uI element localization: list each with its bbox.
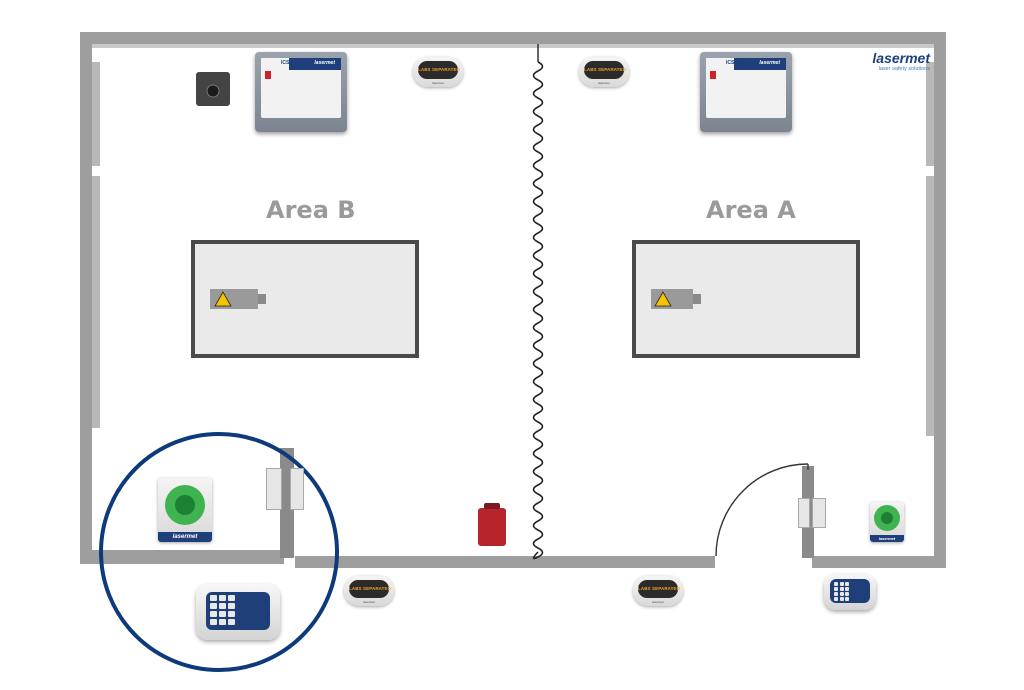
keypad-key bbox=[228, 595, 235, 601]
keypad-key bbox=[845, 587, 849, 591]
highlight-circle bbox=[99, 432, 339, 672]
power-switch-icon bbox=[265, 71, 271, 79]
sign-brand: lasermet bbox=[652, 600, 664, 604]
area-b-label: Area B bbox=[266, 196, 356, 224]
keypad-key bbox=[845, 597, 849, 601]
logo-brand: lasermet bbox=[872, 50, 930, 66]
keypad-key bbox=[228, 603, 235, 609]
red-lockout-box bbox=[478, 508, 506, 546]
laser-device-a-nose bbox=[693, 294, 701, 304]
door-interlock-b-left bbox=[266, 468, 282, 510]
access-keypad-b bbox=[196, 584, 280, 640]
power-switch-icon bbox=[710, 71, 716, 79]
sign-brand: lasermet bbox=[432, 81, 444, 85]
keypad-key bbox=[210, 611, 217, 617]
keypad-key bbox=[219, 595, 226, 601]
outer-wall-right bbox=[934, 32, 946, 568]
keypad-key bbox=[834, 587, 838, 591]
area-a-label: Area A bbox=[706, 196, 796, 224]
keypad-key bbox=[210, 603, 217, 609]
outer-wall-top bbox=[80, 32, 946, 44]
sign-text: LABS SEPARATED bbox=[349, 586, 391, 591]
ics-model-label: ICS-9 bbox=[281, 60, 294, 66]
button-brand: lasermet bbox=[172, 534, 198, 540]
keypad-key bbox=[845, 592, 849, 596]
keypad-key bbox=[228, 619, 235, 625]
keypad-key bbox=[210, 619, 217, 625]
key-switch-barrel bbox=[206, 84, 220, 98]
keypad-key bbox=[839, 592, 844, 596]
keypad-key bbox=[219, 603, 226, 609]
keypad-key bbox=[219, 619, 226, 625]
access-keypad-a bbox=[824, 574, 876, 610]
inner-wall-right-mid bbox=[926, 176, 934, 436]
keypad-key bbox=[210, 595, 217, 601]
keypad-key bbox=[834, 597, 838, 601]
ics-controller-a: ICS-9 lasermet bbox=[700, 52, 792, 132]
red-lockout-handle bbox=[484, 503, 500, 509]
logo-tagline: laser safety solutions bbox=[878, 66, 930, 72]
lasermet-logo: lasermet laser safety solutions bbox=[860, 51, 930, 73]
ics-brand-label: lasermet bbox=[314, 60, 335, 66]
sign-text: LABS SEPARATED bbox=[584, 67, 626, 72]
laser-curtain-divider bbox=[532, 61, 544, 560]
sign-text: LABS SEPARATED bbox=[418, 67, 460, 72]
door-interlock-a-left bbox=[798, 498, 810, 528]
door-swing-arc bbox=[715, 463, 809, 557]
door-interlock-b-right bbox=[290, 468, 304, 510]
bottom-wall-middle bbox=[295, 556, 715, 568]
inner-wall-right-upper bbox=[926, 62, 934, 166]
labs-separated-sign: LABS SEPARATED lasermet bbox=[579, 57, 629, 87]
keypad-key bbox=[839, 597, 844, 601]
outer-wall-left bbox=[80, 32, 92, 564]
bottom-wall-right bbox=[812, 556, 946, 568]
inner-wall-top-lip bbox=[92, 44, 934, 48]
keypad-key bbox=[839, 582, 844, 586]
inner-wall-left-mid bbox=[92, 176, 100, 428]
keypad-key bbox=[834, 582, 838, 586]
laser-device-b-nose bbox=[258, 294, 266, 304]
labs-separated-sign: LABS SEPARATED lasermet bbox=[633, 576, 683, 606]
keypad-key bbox=[228, 611, 235, 617]
sign-brand: lasermet bbox=[598, 81, 610, 85]
interlock-override-button-a: lasermet bbox=[870, 502, 904, 542]
bottom-wall-left bbox=[92, 550, 284, 564]
labs-separated-sign: LABS SEPARATED lasermet bbox=[344, 576, 394, 606]
laser-warning-icon bbox=[214, 291, 232, 307]
inner-wall-left-upper bbox=[92, 62, 100, 166]
labs-separated-sign: LABS SEPARATED lasermet bbox=[413, 57, 463, 87]
sign-brand: lasermet bbox=[363, 600, 375, 604]
keypad-key bbox=[845, 582, 849, 586]
laser-warning-icon bbox=[654, 291, 672, 307]
sign-text: LABS SEPARATED bbox=[638, 586, 680, 591]
keypad-key bbox=[834, 592, 838, 596]
keypad-key bbox=[839, 587, 844, 591]
door-interlock-a-right bbox=[812, 498, 826, 528]
ics-controller-b: ICS-9 lasermet bbox=[255, 52, 347, 132]
button-brand: lasermet bbox=[878, 536, 896, 541]
ics-model-label: ICS-9 bbox=[726, 60, 739, 66]
interlock-override-button-b: lasermet bbox=[158, 478, 212, 542]
keypad-key bbox=[219, 611, 226, 617]
ics-brand-label: lasermet bbox=[759, 60, 780, 66]
